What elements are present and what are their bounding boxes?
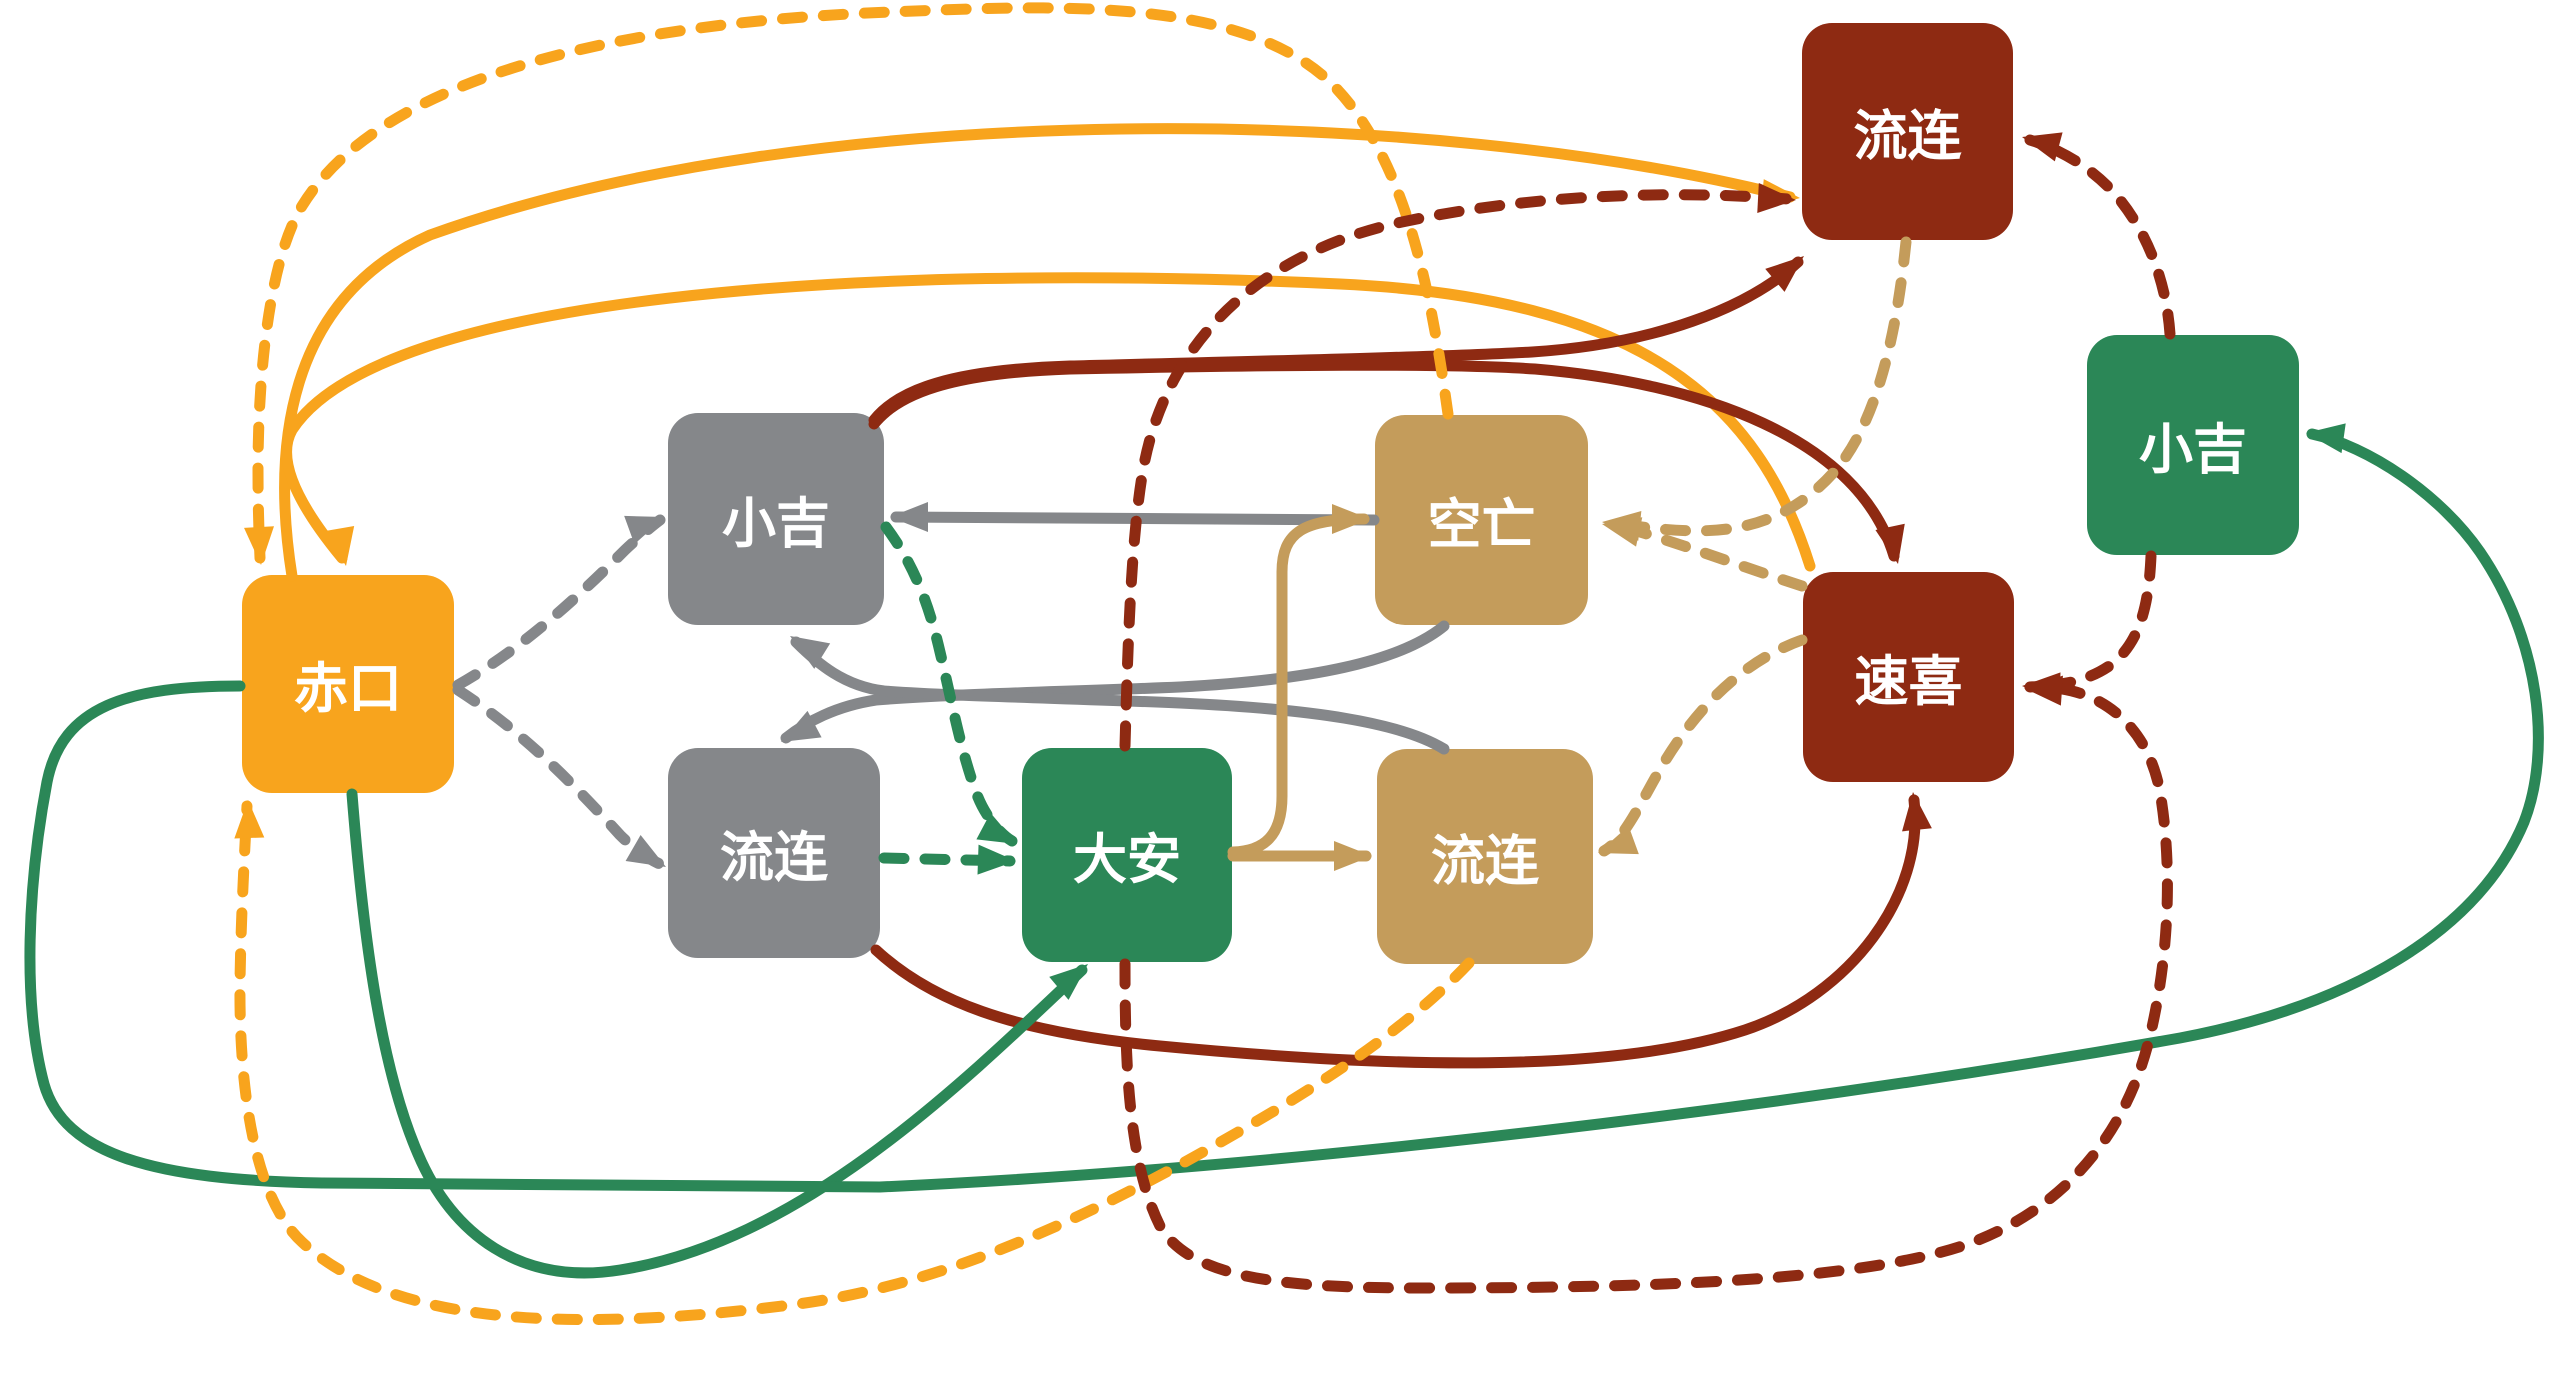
arrowhead-icon xyxy=(1049,964,1088,1000)
node-xiaoji-gray[interactable] xyxy=(668,413,884,625)
edge-line-solid xyxy=(346,788,1088,1279)
arrowhead-icon xyxy=(976,812,1017,844)
edge-chikou-to-daan xyxy=(346,788,1088,1279)
edge-liulian-gray-to-daan xyxy=(878,844,1016,875)
edge-line-solid xyxy=(279,123,1796,582)
arrowhead-icon xyxy=(977,844,1016,875)
arrowhead-icon xyxy=(1598,825,1639,855)
node-label-liulian-tan: 流连 xyxy=(1431,829,1539,893)
node-label-liulian-top: 流连 xyxy=(1854,104,1962,168)
edge-daan-to-suxi xyxy=(1119,675,2173,1294)
edge-suxi-to-liulian-tan xyxy=(1598,634,1808,857)
edge-line-solid xyxy=(868,359,1900,562)
edge-chikou-to-xiaoji-gray xyxy=(452,514,666,691)
edge-chikou-to-liulian-gray xyxy=(452,684,668,871)
edge-xiaoji-gray-to-daan xyxy=(880,521,1018,847)
edge-line-solid xyxy=(790,636,1450,755)
arrowhead-icon xyxy=(1757,183,1796,213)
edge-line-dashed xyxy=(452,684,668,871)
edge-daan-to-liulian-tan xyxy=(1227,841,1372,871)
edge-line-dashed xyxy=(234,800,1475,1326)
arrowhead-icon xyxy=(1902,792,1932,832)
labels-layer: 流连小吉小吉空亡赤口速喜流连大安流连 xyxy=(294,104,2247,893)
edge-line-solid xyxy=(780,620,1450,744)
arrowhead-icon xyxy=(244,526,274,565)
node-label-xiaoji-gray: 小吉 xyxy=(722,491,830,555)
node-liulian-gray[interactable] xyxy=(668,748,880,958)
node-kongwang[interactable] xyxy=(1375,415,1588,625)
arrowhead-icon xyxy=(1875,523,1905,564)
edge-line-solid xyxy=(281,272,1816,572)
edge-line-solid xyxy=(24,428,2544,1193)
edge-line-dashed xyxy=(1119,681,2173,1294)
arrowhead-icon xyxy=(781,710,822,742)
edge-line-solid xyxy=(870,794,1921,1069)
arrowhead-icon xyxy=(1332,504,1370,534)
node-suxi[interactable] xyxy=(1803,572,2014,782)
edge-suxi-to-chikou xyxy=(281,272,1816,572)
arrowhead-icon xyxy=(1602,517,1643,547)
node-xiaoji-right[interactable] xyxy=(2087,335,2299,555)
arrowhead-icon xyxy=(1334,841,1372,871)
edge-daan-to-kongwang xyxy=(1227,504,1370,858)
arrowhead-icon xyxy=(625,835,666,867)
node-label-suxi: 速喜 xyxy=(1855,649,1963,713)
edge-xiaoji-right-to-suxi xyxy=(2022,550,2157,703)
node-label-liulian-gray: 流连 xyxy=(720,825,828,889)
arrowhead-icon xyxy=(2022,132,2063,162)
arrowhead-icon xyxy=(2024,675,2063,706)
edge-liulian-gray-to-suxi xyxy=(870,792,1932,1069)
edge-chikou-to-xiaoji-right xyxy=(24,423,2544,1193)
edge-line-dashed xyxy=(252,2,1454,564)
node-label-daan: 大安 xyxy=(1073,827,1181,891)
arrowhead-icon xyxy=(234,800,265,839)
edge-kongwang-to-chikou xyxy=(244,2,1454,565)
edge-line-dashed xyxy=(452,514,666,691)
arrowhead-icon xyxy=(324,525,355,566)
arrowhead-icon xyxy=(890,502,928,532)
edge-xiaoji-right-to-liulian-top xyxy=(2022,132,2176,340)
edge-line-dashed xyxy=(880,521,1018,847)
node-label-chikou: 赤口 xyxy=(294,656,402,720)
node-liulian-tan[interactable] xyxy=(1377,749,1593,964)
edge-liulian-tan-to-xiaoji-gray xyxy=(790,636,1450,755)
node-chikou[interactable] xyxy=(242,575,454,793)
node-label-xiaoji-right: 小吉 xyxy=(2139,417,2247,481)
edge-line-dashed xyxy=(2024,550,2157,692)
arrowhead-icon xyxy=(790,636,831,669)
node-liulian-top[interactable] xyxy=(1802,23,2013,240)
arrowhead-icon xyxy=(624,515,665,545)
node-label-kongwang: 空亡 xyxy=(1428,492,1536,556)
edge-xiaoji-gray-to-suxi xyxy=(868,359,1905,564)
edges-layer xyxy=(24,2,2544,1326)
edge-line-dashed xyxy=(1598,634,1808,857)
edge-line-dashed xyxy=(1119,189,1794,752)
edge-kongwang-to-liulian-gray xyxy=(780,620,1450,744)
edge-suxi-to-kongwang xyxy=(1602,517,1808,592)
edge-liulian-tan-to-chikou xyxy=(234,800,1475,1326)
edge-line-dashed xyxy=(2024,134,2176,340)
edge-line-dashed xyxy=(1604,236,1912,537)
edge-daan-to-liulian-top xyxy=(1119,183,1796,752)
arrowhead-icon xyxy=(1765,256,1804,292)
arrowhead-icon xyxy=(2306,423,2346,454)
node-daan[interactable] xyxy=(1022,748,1232,962)
edge-line-solid xyxy=(1227,513,1370,858)
nodes-layer xyxy=(242,23,2299,964)
